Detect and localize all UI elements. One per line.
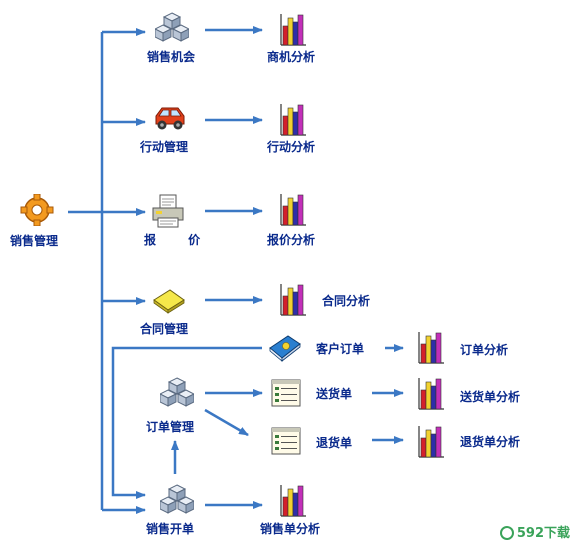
bar-chart-icon [280,284,306,316]
analysis-opportunity-label[interactable]: 商机分析 [267,50,316,64]
customer-order-label[interactable]: 客户订单 [316,342,365,356]
watermark-logo-icon [499,525,514,540]
bar-chart-icon [418,378,444,410]
list-icon [271,427,301,455]
branch-contract-label[interactable]: 合同管理 [140,322,189,336]
cubes-icon [155,12,189,42]
root-label: 销售管理 [10,234,59,248]
note-icon [153,289,185,314]
return-analysis-label[interactable]: 退货单分析 [460,435,521,449]
bar-chart-icon [280,104,306,136]
connector-customer-order-loop [111,346,262,499]
cubes-icon [160,484,194,514]
list-icon [271,379,301,407]
order-analysis-label[interactable]: 订单分析 [460,343,509,357]
branch-opportunity-label[interactable]: 销售机会 [147,50,196,64]
car-icon [155,107,185,130]
connector-order-return [204,408,249,437]
gear-icon [20,194,54,226]
sales-bill-analysis-label[interactable]: 销售单分析 [260,522,321,536]
analysis-action-label[interactable]: 行动分析 [267,140,316,154]
analysis-contract-label[interactable]: 合同分析 [322,294,371,308]
delivery-label[interactable]: 送货单 [316,387,353,401]
branch-action-label[interactable]: 行动管理 [140,140,189,154]
return-label[interactable]: 退货单 [316,436,353,450]
bar-chart-icon [280,14,306,46]
delivery-analysis-label[interactable]: 送货单分析 [460,390,521,404]
bar-chart-icon [418,426,444,458]
bar-chart-icon [280,194,306,226]
bar-chart-icon [280,485,306,517]
order-mgmt-label[interactable]: 订单管理 [146,420,195,434]
analysis-quote-label[interactable]: 报价分析 [267,233,316,247]
bar-chart-icon [418,332,444,364]
printer-icon [152,194,184,228]
watermark: 592下载 [499,522,570,541]
sales-bill-label[interactable]: 销售开单 [146,522,195,536]
cubes-icon [160,377,194,407]
branch-quote-label[interactable]: 报 价 [144,233,215,247]
book-icon [269,335,301,362]
watermark-text: 592下载 [516,526,570,541]
